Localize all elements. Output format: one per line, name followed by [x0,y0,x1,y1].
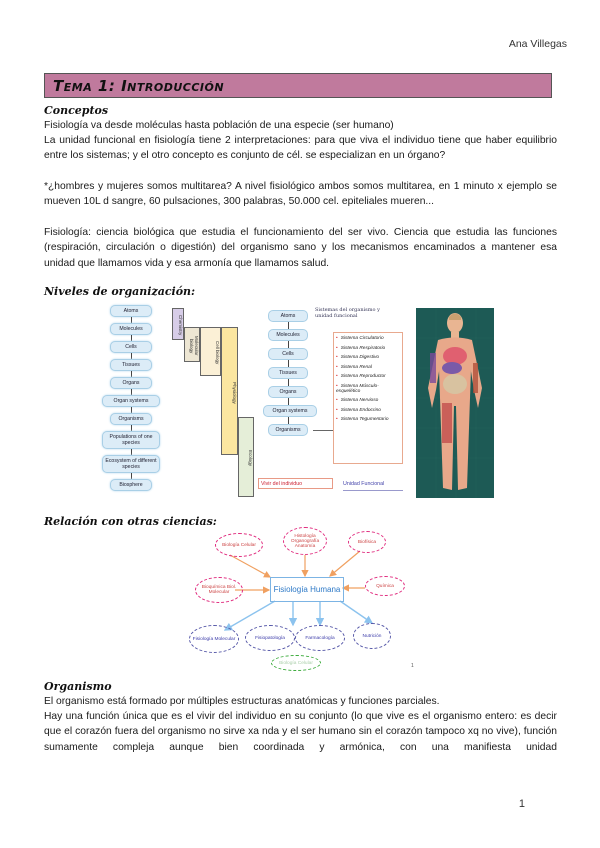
bar-molecular-biology: Molecular biology [184,327,200,362]
systems-note: Sistemas del organismo y unidad funciona… [315,307,380,319]
unidad-label: Unidad Funcional [343,479,403,491]
paragraph: Fisiología: ciencia biológica que estudi… [44,227,557,269]
level-node: Organs [110,377,152,389]
system-item: Sistema Músculo-esquelético [336,384,400,394]
system-level-node: Atoms [268,310,308,322]
heading-organismo: Organismo [44,680,112,693]
system-item: Sistema Nervioso [336,398,400,403]
level-node: Organ systems [102,395,160,407]
level-node: Atoms [110,305,152,317]
title-bar: Tema 1: Introducción [44,73,552,98]
level-node: Cells [110,341,152,353]
level-node: Molecules [110,323,152,335]
level-node: Populations of one species [102,431,160,449]
paragraph: La unidad funcional en fisiología tiene … [44,135,557,162]
bar-chemistry: Chemistry [172,308,184,340]
system-item: Sistema Respiratorio [336,346,400,351]
relation-diagram: Biología Celular Histología Organografía… [185,525,420,675]
vida-label: Vivir del individuo [258,478,333,489]
paragraph: El organismo está formado por múltiples … [44,696,440,707]
node-quimica: Química [365,576,405,596]
node-farmacologia: Farmacología [295,625,345,651]
slide-number: 1 [411,663,414,669]
system-item: Sistema Endocrino [336,408,400,413]
level-node: Ecosystem of different species [102,455,160,473]
system-level-node: Molecules [268,329,308,341]
heading-relacion: Relación con otras ciencias: [44,515,217,528]
author-name: Ana Villegas [508,38,567,50]
systems-list: Sistema CirculatorioSistema Respiratorio… [333,332,403,464]
level-node: Organisms [110,413,152,425]
system-level-node: Organ systems [263,405,317,417]
node-histologia: Histología Organografía Anatomía [283,527,327,555]
system-level-node: Organisms [268,424,308,436]
node-nutricion: Nutrición [353,623,391,649]
node-biofisica: Biofísica [348,531,386,553]
paragraph: *¿hombres y mujeres somos multitarea? A … [44,181,557,208]
system-item: Sistema Reproductor [336,374,400,379]
human-body-image [416,308,494,498]
level-node: Biosphere [110,479,152,491]
bar-cell-biology: Cell biology [200,327,221,376]
system-item: Sistema Renal [336,365,400,370]
node-fisiopatologia: Fisiopatología [245,625,295,651]
center-fisiologia-humana: Fisiología Humana [270,577,344,602]
system-item: Sistema Tegumentario [336,417,400,422]
bar-ecology: Ecology [238,417,254,497]
system-item: Sistema Digestivo [336,355,400,360]
system-level-node: Tissues [268,367,308,379]
system-level-node: Organs [268,386,308,398]
node-biologia-celular: Biología Celular [215,533,263,557]
paragraph: Fisiología va desde moléculas hasta pobl… [44,120,394,131]
node-bottom: Biología Celular [271,655,321,671]
paragraph: Hay una función única que es el vivir de… [44,711,557,753]
system-item: Sistema Circulatorio [336,336,400,341]
node-fisiologia-molecular: Fisiología Molecular [189,625,239,653]
level-node: Tissues [110,359,152,371]
page-number: 1 [518,798,525,810]
heading-conceptos: Conceptos [44,104,109,117]
node-bioquimica: Bioquímica Biol. Molecular [195,577,243,603]
bar-physiology: Physiology [221,327,238,455]
heading-niveles: Niveles de organización: [44,285,196,298]
page-title: Tema 1: Introducción [53,76,225,95]
system-level-node: Cells [268,348,308,360]
